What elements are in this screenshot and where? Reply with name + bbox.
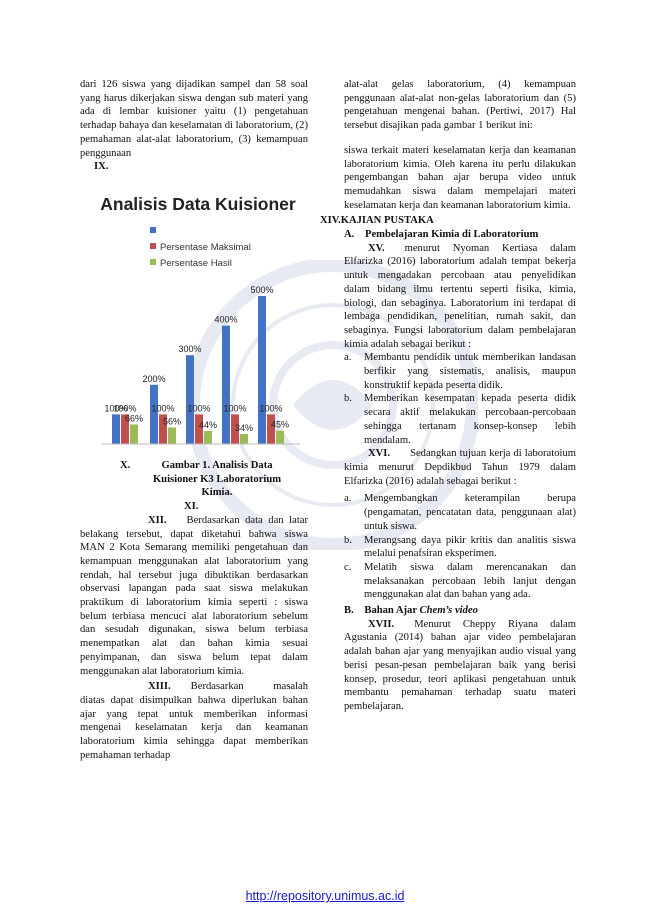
heading-xi: XI. <box>184 501 199 513</box>
caption-number: X. <box>120 460 131 471</box>
list-item-label: a. <box>344 493 352 505</box>
chart-bar <box>130 424 138 444</box>
chart-bar <box>267 414 275 444</box>
paragraph-xii-text: Berdasarkan data dan latar belakang ters… <box>80 514 308 677</box>
list-item: a. Membantu pendidik untuk memberikan lan… <box>344 351 576 392</box>
data-label: 100% <box>187 403 210 413</box>
list-item: c. Melatih siswa dalam merencanakan dan m… <box>344 561 576 602</box>
chart-bar <box>231 414 239 444</box>
data-label: 300% <box>178 344 201 354</box>
data-label: 45% <box>271 420 289 430</box>
legend-swatch <box>150 259 156 265</box>
data-label: 100% <box>104 403 127 413</box>
list-item-text: Membantu pendidik untuk memberikan landa… <box>364 352 576 391</box>
left-column-lower: X. Gambar 1. Analisis Data Kuisioner K3 … <box>80 459 308 762</box>
right-paragraph-conclusion: siswa terkait materi keselamatan kerja d… <box>344 144 576 211</box>
left-column: dari 126 siswa yang dijadikan sampel dan… <box>80 78 308 174</box>
figure-caption: X. Gambar 1. Analisis Data Kuisioner K3 … <box>80 459 308 500</box>
list-item-label: a. <box>344 352 352 364</box>
number-xvii: XVII. <box>368 618 395 630</box>
data-label: 200% <box>142 374 165 384</box>
list-item-text: Mengembangkan keterampilan berupa (penga… <box>364 493 576 532</box>
laboratory-function-list: a. Membantu pendidik untuk memberikan lan… <box>344 351 576 447</box>
chart-title: Analisis Data Kuisioner <box>100 194 296 214</box>
number-xv: XV. <box>368 242 385 254</box>
paragraph-xvi: XVI.Sedangkan tujuan kerja di laboratoiu… <box>344 447 576 488</box>
chart-bar <box>195 414 203 444</box>
footer: http://repository.unimus.ac.id <box>0 889 650 903</box>
list-item-text: Melatih siswa dalam merencanakan dan mel… <box>364 561 576 601</box>
data-label: 400% <box>214 315 237 325</box>
list-item: b. Memberikan kesempatan kepada peserta d… <box>344 392 576 447</box>
data-label: 56% <box>163 416 181 426</box>
legend-label: Persentase Maksimal <box>160 242 251 253</box>
chart-bar <box>186 355 194 444</box>
chart-bar <box>276 430 284 444</box>
list-item: b. Merangsang daya pikir kritis dan anali… <box>344 534 576 561</box>
list-item: a. Mengembangkan keterampilan berupa (pen… <box>344 492 576 533</box>
number-xiii: XIII. <box>148 681 171 693</box>
paragraph-xvii: XVII.Menurut Cheppy Riyana dalam Agustan… <box>344 618 576 714</box>
subsection-b: B. Bahan Ajar Chem’s video <box>344 604 576 618</box>
chart-bar <box>204 430 212 444</box>
paragraph-xiii-text: Berdasarkan masalah diatas dapat disimpu… <box>80 681 308 761</box>
chart-bar <box>258 296 266 444</box>
data-label: 34% <box>235 423 253 433</box>
list-item-text: Merangsang daya pikir kritis dan analiti… <box>364 534 576 560</box>
left-paragraph-intro: dari 126 siswa yang dijadikan sampel dan… <box>80 79 308 159</box>
chart-bar <box>121 414 129 444</box>
paragraph-xvi-text: Sedangkan tujuan kerja di laboratoium ki… <box>344 448 576 487</box>
list-item-text: Memberikan kesempatan kepada peserta did… <box>364 393 576 446</box>
chart-bar <box>222 325 230 444</box>
list-item-label: c. <box>344 561 352 573</box>
list-item-label: b. <box>344 534 352 546</box>
caption-text: Gambar 1. Analisis Data Kuisioner K3 Lab… <box>152 460 282 499</box>
subsection-a-label: A. <box>344 229 355 241</box>
legend-label: Persentase Hasil <box>160 258 232 269</box>
number-xvi: XVI. <box>368 448 391 460</box>
data-label: 44% <box>199 420 217 430</box>
data-label: 100% <box>113 403 136 413</box>
right-paragraph-intro: alat-alat gelas laboratorium, (4) kemamp… <box>344 79 576 132</box>
data-label: 100% <box>259 403 282 413</box>
right-column: alat-alat gelas laboratorium, (4) kemamp… <box>320 78 576 714</box>
subsection-a: A. Pembelajaran Kimia di Laboratorium <box>344 228 576 242</box>
chart-bar <box>168 427 176 444</box>
data-label: 100% <box>151 403 174 413</box>
chart-bar <box>150 384 158 444</box>
chart-bar <box>240 433 248 444</box>
number-xii: XII. <box>148 514 167 526</box>
paragraph-xv-text: menurut Nyoman Kertiasa dalam Elfarizka … <box>344 242 576 350</box>
subsection-b-title: Bahan Ajar <box>364 605 417 617</box>
data-label: 100% <box>223 403 246 413</box>
subsection-a-title: Pembelajaran Kimia di Laboratorium <box>364 229 539 241</box>
subsection-b-label: B. <box>344 605 354 617</box>
repository-link[interactable]: http://repository.unimus.ac.id <box>245 889 405 903</box>
data-label: 66% <box>125 413 143 423</box>
list-item-label: b. <box>344 393 352 405</box>
laboratory-goal-list: a. Mengembangkan keterampilan berupa (pen… <box>344 492 576 602</box>
paragraph-xii: XII.Berdasarkan data dan latar belakang … <box>80 514 308 678</box>
chart-bar <box>112 414 120 444</box>
paragraph-xiii: XIII.Berdasarkan masalah diatas dapat di… <box>80 680 308 762</box>
chart-bar <box>159 414 167 444</box>
data-label: 500% <box>250 285 273 295</box>
paragraph-xv: XV.menurut Nyoman Kertiasa dalam Elfariz… <box>344 242 576 352</box>
legend-swatch <box>150 227 156 233</box>
heading-ix: IX. <box>94 161 109 173</box>
subsection-b-title-italic: Chem’s video <box>419 605 478 617</box>
legend-swatch <box>150 243 156 249</box>
paragraph-xvii-text: Menurut Cheppy Riyana dalam Agustania (2… <box>344 618 576 712</box>
section-kajian-pustaka: XIV.KAJIAN PUSTAKA <box>320 215 434 227</box>
